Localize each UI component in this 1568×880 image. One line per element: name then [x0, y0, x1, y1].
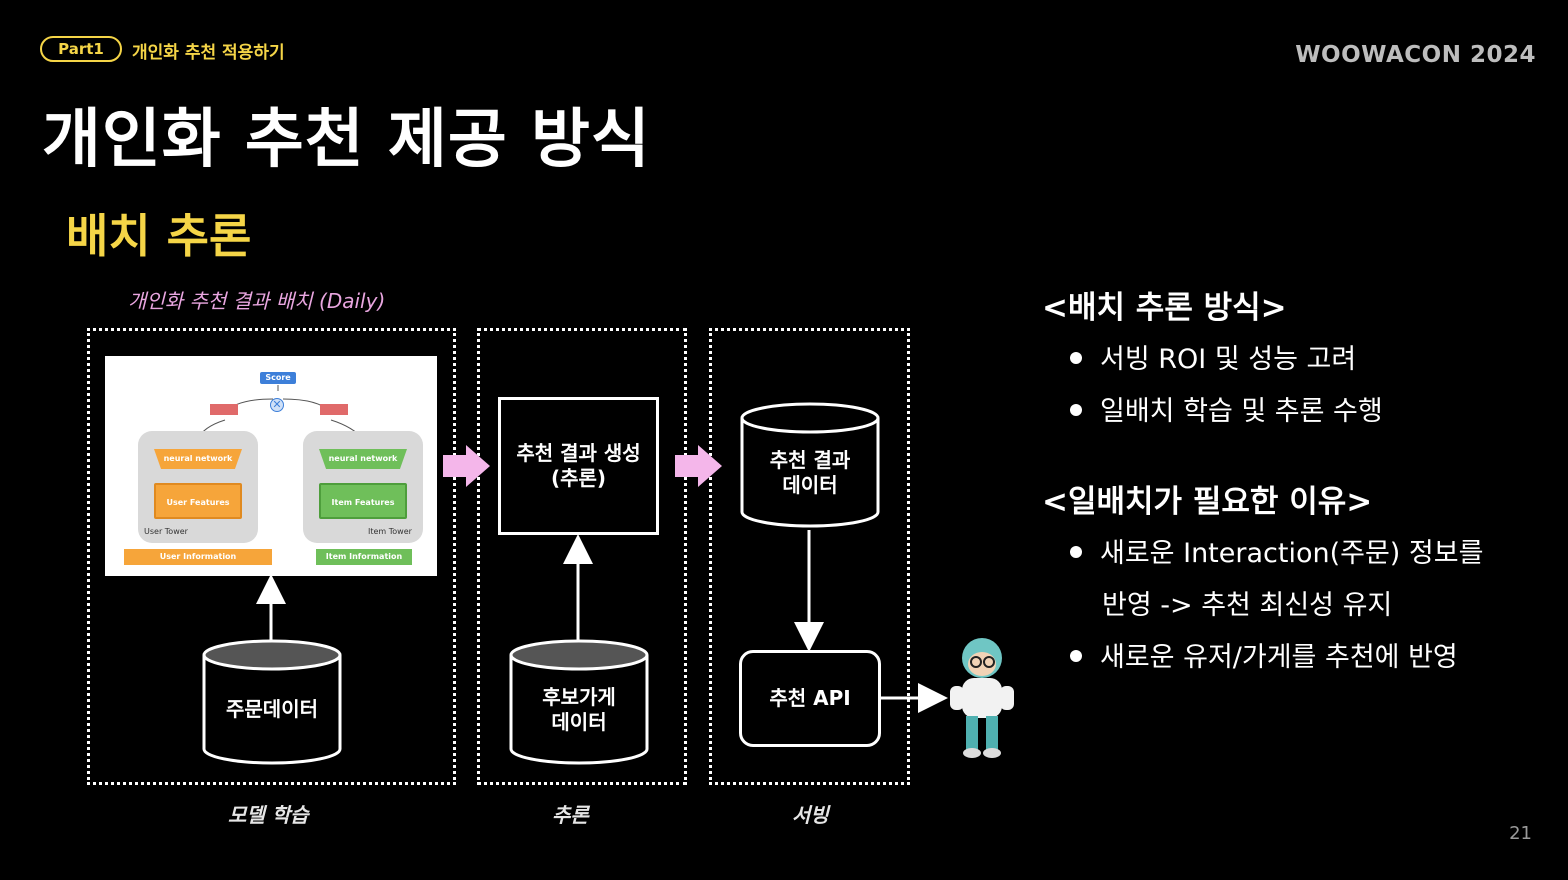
bullet-text: 새로운 유저/가게를 추천에 반영 [1100, 642, 1458, 673]
user-embedding-block [210, 404, 238, 415]
bullet-text: 새로운 Interaction(주문) 정보를 [1100, 538, 1484, 569]
order-data-cylinder: 주문데이터 [202, 639, 342, 767]
order-data-label: 주문데이터 [226, 697, 318, 721]
character-icon [944, 636, 1020, 760]
bullet-item: 새로운 Interaction(주문) 정보를 [1070, 528, 1483, 580]
panel-label-serving: 서빙 [792, 803, 829, 827]
inference-box: 추천 결과 생성 (추론) [498, 397, 659, 535]
bullet-text: 서빙 ROI 및 성능 고려 [1100, 344, 1357, 375]
bullet-continuation: 반영 -> 추천 최신성 유지 [1102, 590, 1393, 621]
panel-label-train: 모델 학습 [228, 803, 309, 827]
panel-serving [709, 328, 910, 785]
recommend-api-box: 추천 API [739, 650, 881, 747]
breadcrumb: 개인화 추천 적용하기 [132, 43, 285, 63]
bullet-item: 새로운 유저/가게를 추천에 반영 [1070, 632, 1458, 684]
item-features: Item Features [319, 483, 407, 519]
bullet-dot [1070, 351, 1082, 364]
user-neural-network: neural network [154, 449, 242, 469]
part-badge: Part1 [40, 36, 122, 62]
result-data-label: 추천 결과 데이터 [769, 448, 851, 497]
two-tower-model-figure: Score ✕ neural network User Features Use… [105, 356, 437, 576]
panel-inference [477, 328, 687, 785]
bullet-dot [1070, 545, 1082, 558]
result-data-cylinder: 추천 결과 데이터 [740, 402, 880, 530]
bullet-item: 일배치 학습 및 추론 수행 [1070, 386, 1383, 438]
panel-label-inference: 추론 [552, 803, 589, 827]
item-tower-label: Item Tower [368, 527, 412, 536]
bullet-dot [1070, 649, 1082, 662]
brand-logo-text: WOOWACON 2024 [1295, 42, 1536, 68]
heading-batch-method: <배치 추론 방식> [1042, 290, 1287, 326]
diagram-caption: 개인화 추천 결과 배치 (Daily) [128, 289, 386, 313]
score-badge: Score [260, 372, 296, 384]
item-embedding-block [320, 404, 348, 415]
heading-daily-batch-reason: <일배치가 필요한 이유> [1042, 484, 1373, 520]
bullet-text: 일배치 학습 및 추론 수행 [1100, 396, 1383, 427]
section-subtitle: 배치 추론 [66, 209, 252, 263]
candidate-data-label: 후보가게 데이터 [542, 685, 616, 734]
user-features: User Features [154, 483, 242, 519]
item-neural-network: neural network [319, 449, 407, 469]
panel-model-training [87, 328, 456, 785]
candidate-data-cylinder: 후보가게 데이터 [509, 639, 649, 767]
dot-product-icon: ✕ [270, 398, 284, 412]
item-information: Item Information [316, 549, 412, 565]
user-tower-label: User Tower [144, 527, 188, 536]
page-number: 21 [1509, 823, 1532, 844]
bullet-item: 서빙 ROI 및 성능 고려 [1070, 334, 1356, 386]
bullet-dot [1070, 403, 1082, 416]
user-information: User Information [124, 549, 272, 565]
page-title: 개인화 추천 제공 방식 [42, 103, 651, 177]
